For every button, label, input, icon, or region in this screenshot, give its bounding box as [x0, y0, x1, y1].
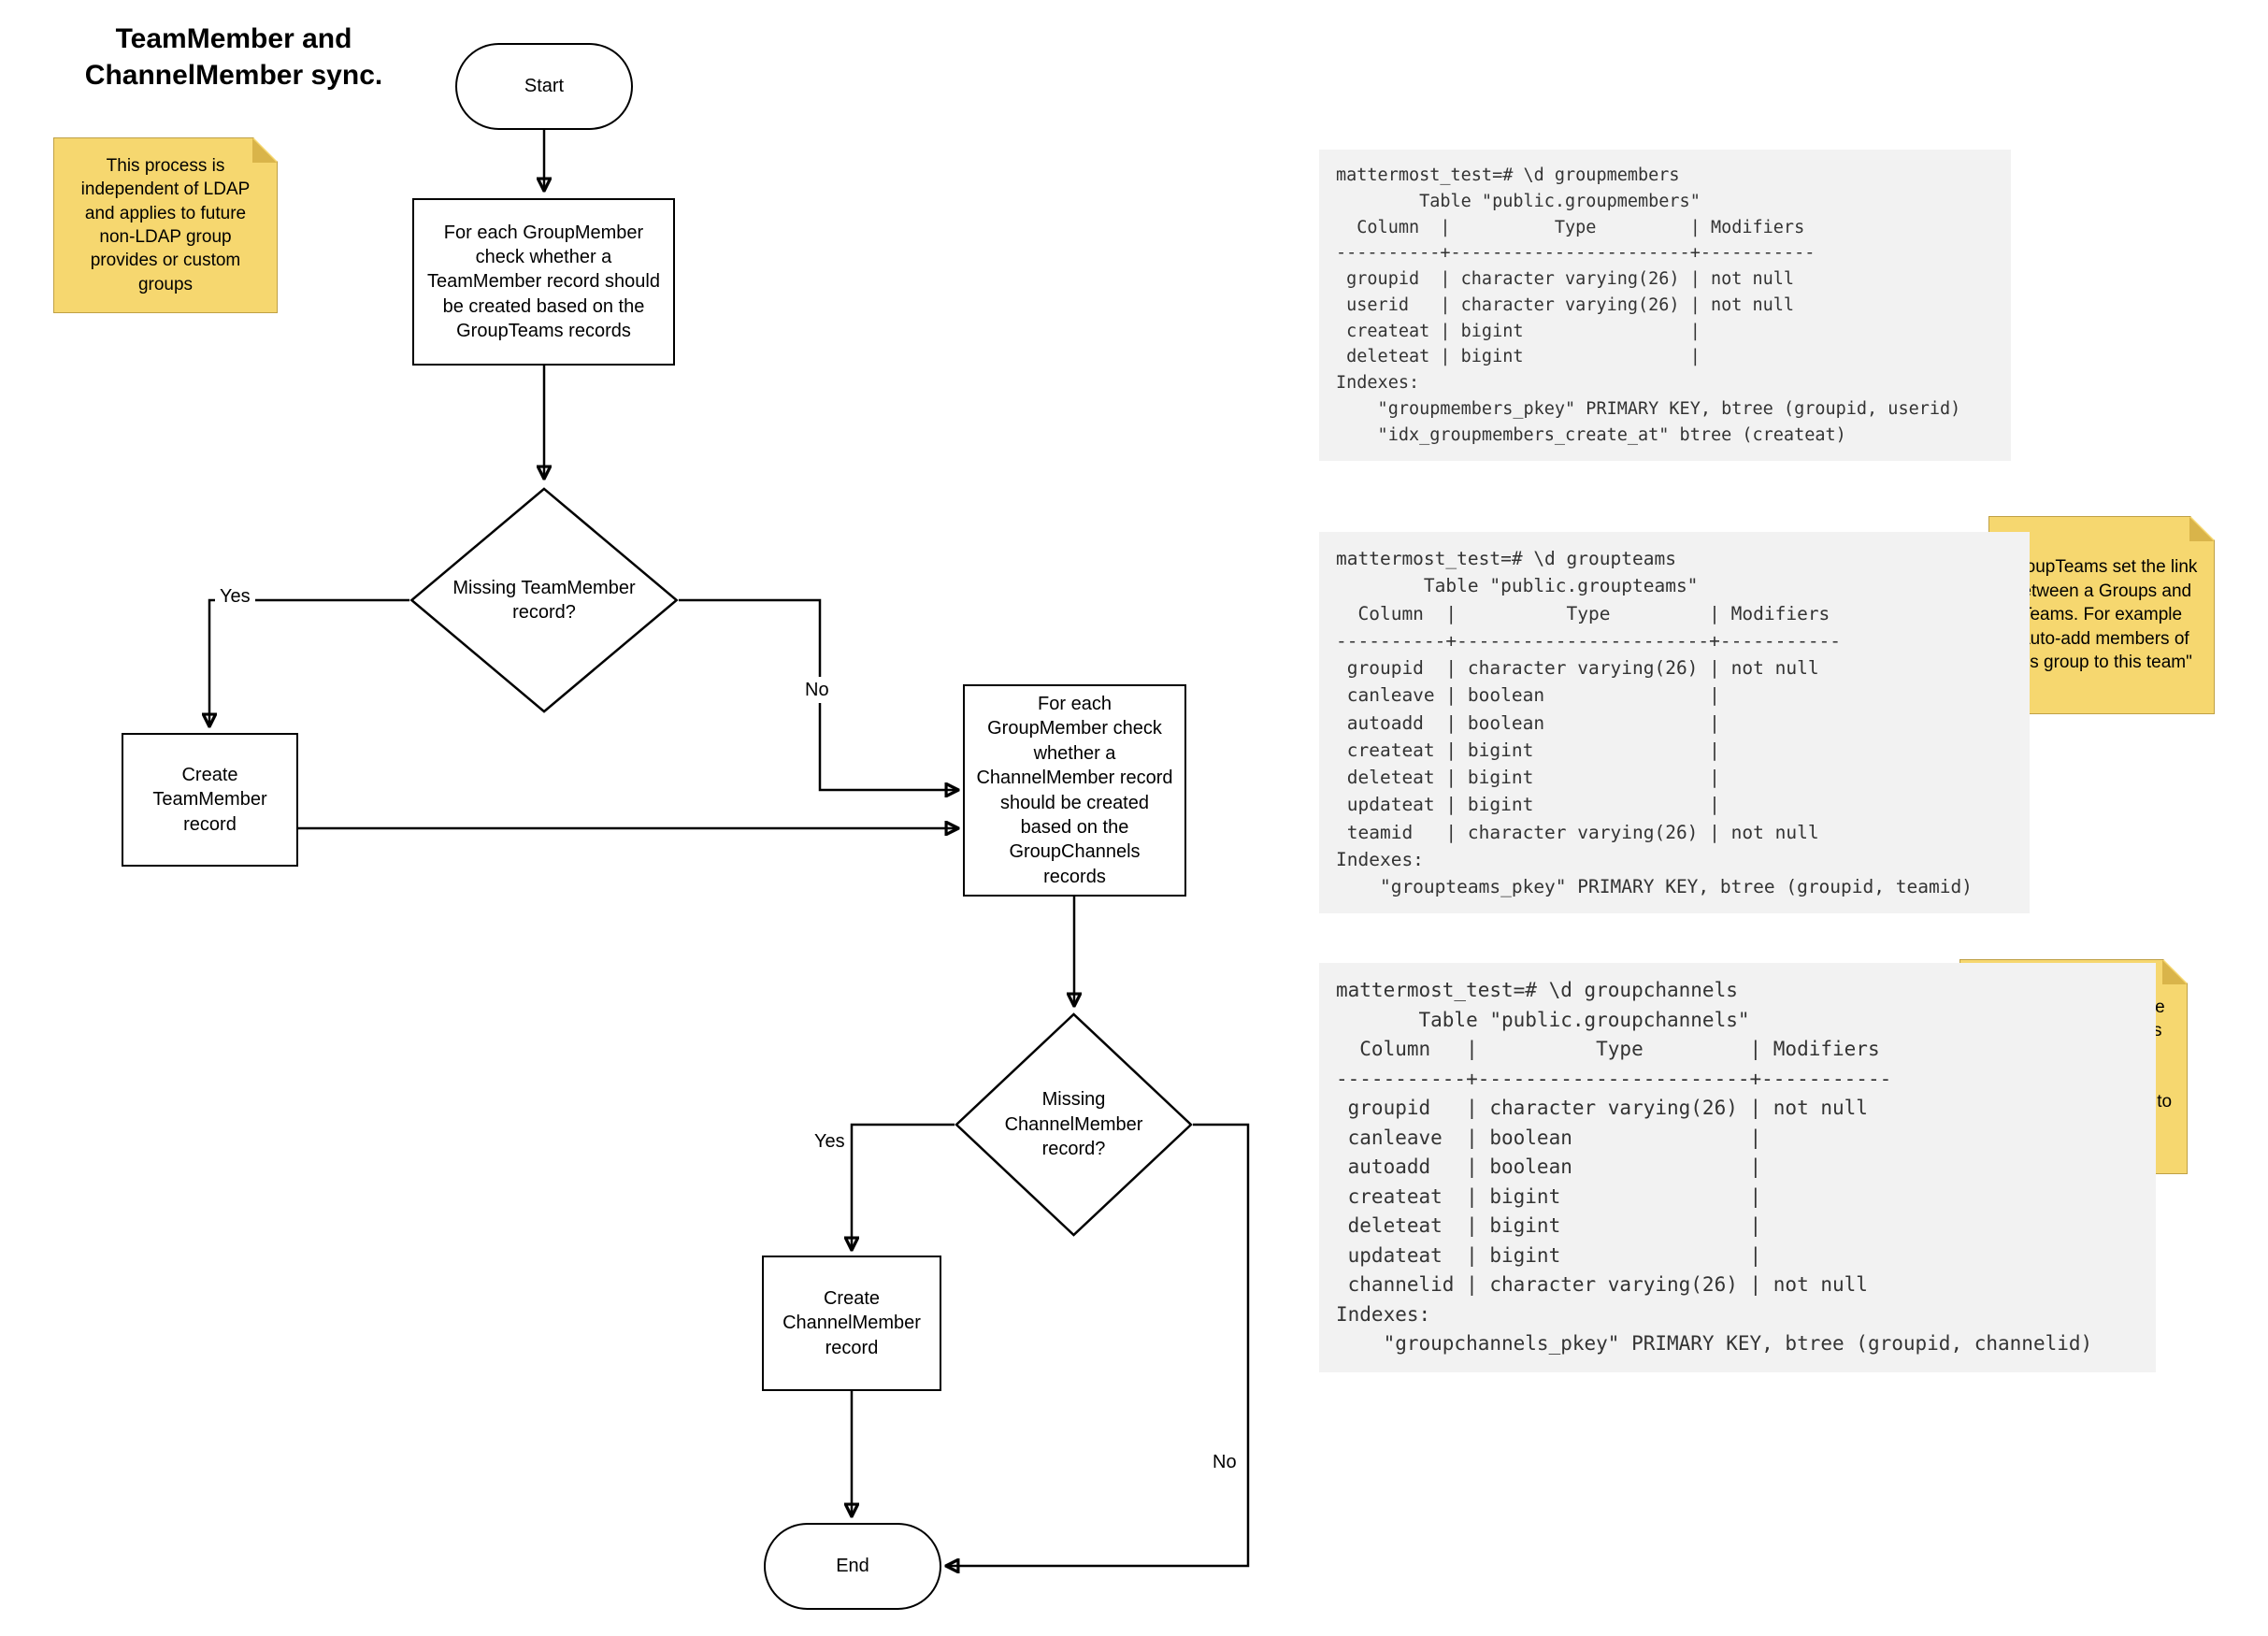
- edge-label-no-channelmember: No: [1213, 1452, 1237, 1472]
- node-end-label: End: [836, 1556, 869, 1577]
- node-step-channelmember-label: For each GroupMember check whether a Cha…: [976, 693, 1173, 887]
- node-decision-channelmember: Missing ChannelMember record?: [955, 1012, 1193, 1237]
- edge-decision-yes-to-create-channelmember: [852, 1123, 955, 1249]
- node-create-teammember-label: Create TeamMember record: [152, 764, 267, 835]
- edge-decision-no-to-end: [947, 1123, 1250, 1566]
- edge-label-yes-channelmember: Yes: [814, 1131, 845, 1152]
- psql-groupchannels-output: mattermost_test=# \d groupchannels Table…: [1319, 963, 2156, 1372]
- node-end: End: [764, 1523, 941, 1610]
- node-decision-teammember: Missing TeamMember record?: [409, 487, 679, 713]
- note-ldap: This process is independent of LDAP and …: [53, 137, 278, 313]
- node-create-teammember: Create TeamMember record: [122, 733, 298, 867]
- edge-label-no-teammember: No: [800, 677, 834, 703]
- diagram-title: TeamMember and ChannelMember sync.: [84, 23, 383, 91]
- psql-groupmembers-output: mattermost_test=# \d groupmembers Table …: [1319, 150, 2011, 462]
- node-create-channelmember: Create ChannelMember record: [762, 1256, 941, 1391]
- node-step-teammember: For each GroupMember check whether a Tea…: [412, 198, 675, 366]
- node-step-channelmember: For each GroupMember check whether a Cha…: [963, 684, 1186, 897]
- diamond-shape: [955, 1012, 1193, 1237]
- node-start: Start: [455, 43, 633, 130]
- psql-groupteams-output: mattermost_test=# \d groupteams Table "p…: [1319, 532, 2030, 914]
- edge-decision-yes-to-create-teammember: [209, 598, 409, 725]
- node-create-channelmember-label: Create ChannelMember record: [782, 1287, 921, 1358]
- node-decision-channelmember-label: Missing ChannelMember record?: [1004, 1089, 1143, 1160]
- node-start-label: Start: [524, 76, 565, 97]
- note-groupteams-text: GroupTeams set the link between a Groups…: [2005, 557, 2198, 673]
- node-decision-teammember-label: Missing TeamMember record?: [452, 577, 636, 623]
- diamond-shape: [409, 487, 679, 713]
- node-step-teammember-label: For each GroupMember check whether a Tea…: [427, 222, 660, 342]
- edge-label-yes-teammember: Yes: [215, 583, 255, 610]
- note-ldap-text: This process is independent of LDAP and …: [80, 155, 251, 294]
